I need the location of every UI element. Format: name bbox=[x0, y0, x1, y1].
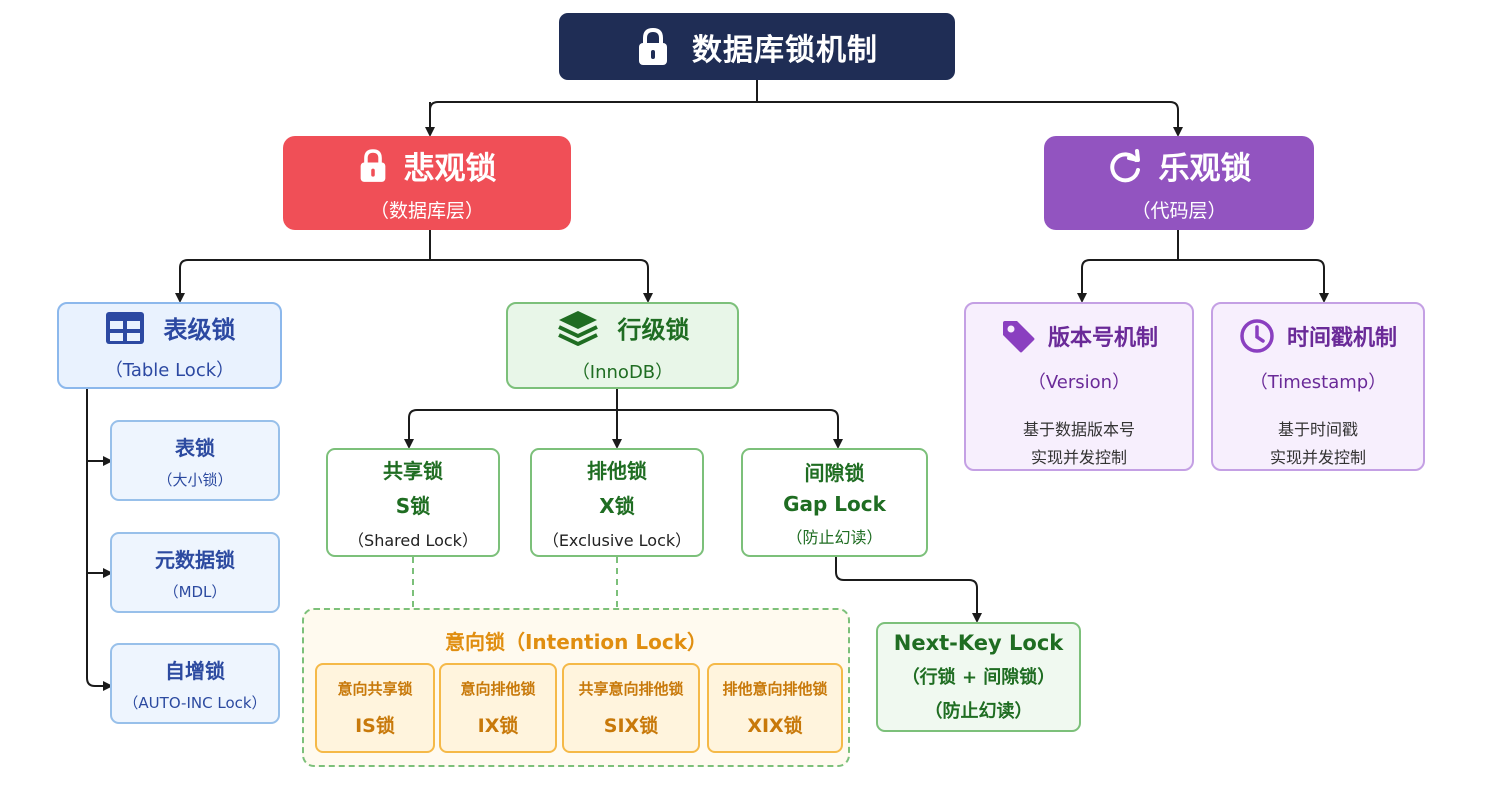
lock-icon bbox=[358, 148, 388, 184]
version-sub: （Version） bbox=[1027, 372, 1131, 393]
timestamp-desc-1: 基于时间戳 bbox=[1277, 420, 1358, 439]
optimistic-title: 乐观锁 bbox=[1158, 151, 1252, 187]
version-mechanism-node: 版本号机制 （Version） 基于数据版本号 实现并发控制 bbox=[964, 302, 1194, 471]
ix-lock-name: 意向排他锁 bbox=[460, 680, 536, 698]
gap-lock-title: 间隙锁 bbox=[804, 461, 865, 485]
six-lock-name: 共享意向排他锁 bbox=[578, 680, 684, 698]
is-lock-chip: 意向共享锁 IS锁 bbox=[315, 663, 435, 753]
next-key-title: Next-Key Lock bbox=[893, 631, 1064, 655]
row-level-lock-node: 行级锁 （InnoDB） bbox=[506, 302, 739, 389]
six-lock-chip: 共享意向排他锁 SIX锁 bbox=[562, 663, 700, 753]
xix-lock-chip: 排他意向排他锁 XIX锁 bbox=[707, 663, 843, 753]
six-lock-abbr: SIX锁 bbox=[603, 715, 659, 737]
root-title: 数据库锁机制 bbox=[692, 32, 878, 68]
shared-lock-abbr: S锁 bbox=[395, 493, 431, 518]
root-node: 数据库锁机制 bbox=[559, 13, 955, 80]
is-lock-abbr: IS锁 bbox=[355, 715, 395, 737]
next-key-purpose: （防止幻读） bbox=[924, 701, 1033, 722]
optimistic-lock-node: 乐观锁 （代码层） bbox=[1044, 136, 1314, 230]
timestamp-sub: （Timestamp） bbox=[1249, 372, 1387, 393]
clock-icon bbox=[1239, 318, 1275, 354]
intention-lock-group: 意向锁（Intention Lock） 意向共享锁 IS锁 意向排他锁 IX锁 … bbox=[302, 608, 850, 767]
xix-lock-abbr: XIX锁 bbox=[747, 715, 803, 737]
version-desc-2: 实现并发控制 bbox=[1030, 448, 1127, 467]
pessimistic-title: 悲观锁 bbox=[403, 151, 497, 187]
gap-lock-abbr: Gap Lock bbox=[783, 492, 886, 516]
auto-inc-lock-node: 自增锁 （AUTO-INC Lock） bbox=[110, 643, 280, 724]
ix-lock-abbr: IX锁 bbox=[477, 715, 519, 737]
table-lock-node: 表锁 （大小锁） bbox=[110, 420, 280, 501]
row-level-sub: （InnoDB） bbox=[571, 361, 674, 383]
table-level-lock-node: 表级锁 （Table Lock） bbox=[57, 302, 282, 389]
auto-inc-lock-title: 自增锁 bbox=[165, 658, 225, 683]
gap-lock-node: 间隙锁 Gap Lock （防止幻读） bbox=[741, 448, 928, 557]
xix-lock-name: 排他意向排他锁 bbox=[722, 680, 828, 698]
table-level-title: 表级锁 bbox=[163, 316, 236, 344]
version-desc-1: 基于数据版本号 bbox=[1022, 420, 1135, 439]
optimistic-sub: （代码层） bbox=[1131, 200, 1227, 222]
pessimistic-lock-node: 悲观锁 （数据库层） bbox=[283, 136, 571, 230]
row-level-title: 行级锁 bbox=[617, 316, 690, 344]
gap-lock-sub: （防止幻读） bbox=[786, 528, 883, 547]
auto-inc-lock-sub: （AUTO-INC Lock） bbox=[123, 693, 267, 712]
exclusive-lock-node: 排他锁 X锁 （Exclusive Lock） bbox=[530, 448, 704, 557]
pessimistic-sub: （数据库层） bbox=[369, 200, 484, 222]
timestamp-desc-2: 实现并发控制 bbox=[1269, 448, 1366, 467]
exclusive-lock-title: 排他锁 bbox=[587, 458, 647, 483]
mdl-lock-node: 元数据锁 （MDL） bbox=[110, 532, 280, 613]
timestamp-mechanism-node: 时间戳机制 （Timestamp） 基于时间戳 实现并发控制 bbox=[1211, 302, 1425, 471]
ix-lock-chip: 意向排他锁 IX锁 bbox=[439, 663, 557, 753]
root-branch-line bbox=[429, 101, 1183, 137]
mdl-lock-title: 元数据锁 bbox=[155, 547, 235, 572]
shared-lock-title: 共享锁 bbox=[383, 458, 443, 483]
next-key-formula: （行锁 + 间隙锁） bbox=[901, 667, 1056, 688]
exclusive-lock-sub: （Exclusive Lock） bbox=[542, 530, 692, 550]
intention-lock-title: 意向锁（Intention Lock） bbox=[444, 630, 708, 654]
mdl-lock-sub: （MDL） bbox=[163, 582, 227, 601]
tag-icon bbox=[1000, 318, 1036, 354]
table-level-sub: （Table Lock） bbox=[104, 359, 235, 381]
table-icon bbox=[104, 310, 146, 346]
refresh-icon bbox=[1107, 148, 1143, 184]
lock-icon bbox=[636, 27, 670, 67]
version-title: 版本号机制 bbox=[1047, 326, 1158, 351]
shared-lock-node: 共享锁 S锁 （Shared Lock） bbox=[326, 448, 500, 557]
timestamp-title: 时间戳机制 bbox=[1286, 326, 1397, 351]
next-key-lock-node: Next-Key Lock （行锁 + 间隙锁） （防止幻读） bbox=[876, 622, 1081, 732]
shared-lock-sub: （Shared Lock） bbox=[348, 530, 478, 550]
is-lock-name: 意向共享锁 bbox=[337, 680, 413, 698]
exclusive-lock-abbr: X锁 bbox=[599, 493, 635, 518]
layers-icon bbox=[556, 308, 600, 348]
table-lock-title: 表锁 bbox=[175, 435, 215, 460]
table-lock-sub: （大小锁） bbox=[157, 470, 233, 489]
